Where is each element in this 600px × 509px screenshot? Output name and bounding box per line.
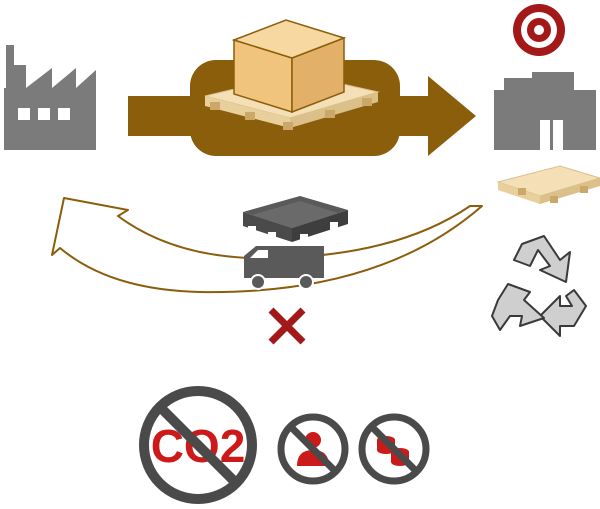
pallet-icon	[496, 165, 600, 204]
no-co2-icon: CO2	[139, 386, 257, 504]
cross-icon	[268, 307, 306, 345]
factory-icon	[4, 45, 96, 150]
box-on-pallet-icon	[204, 19, 380, 130]
target-icon	[513, 4, 565, 56]
truck-icon	[243, 196, 348, 290]
return-arrow	[51, 197, 483, 294]
recycle-icon	[491, 235, 587, 337]
no-person-icon	[277, 413, 349, 485]
no-cost-icon	[358, 413, 430, 485]
warehouse-icon	[494, 72, 596, 150]
